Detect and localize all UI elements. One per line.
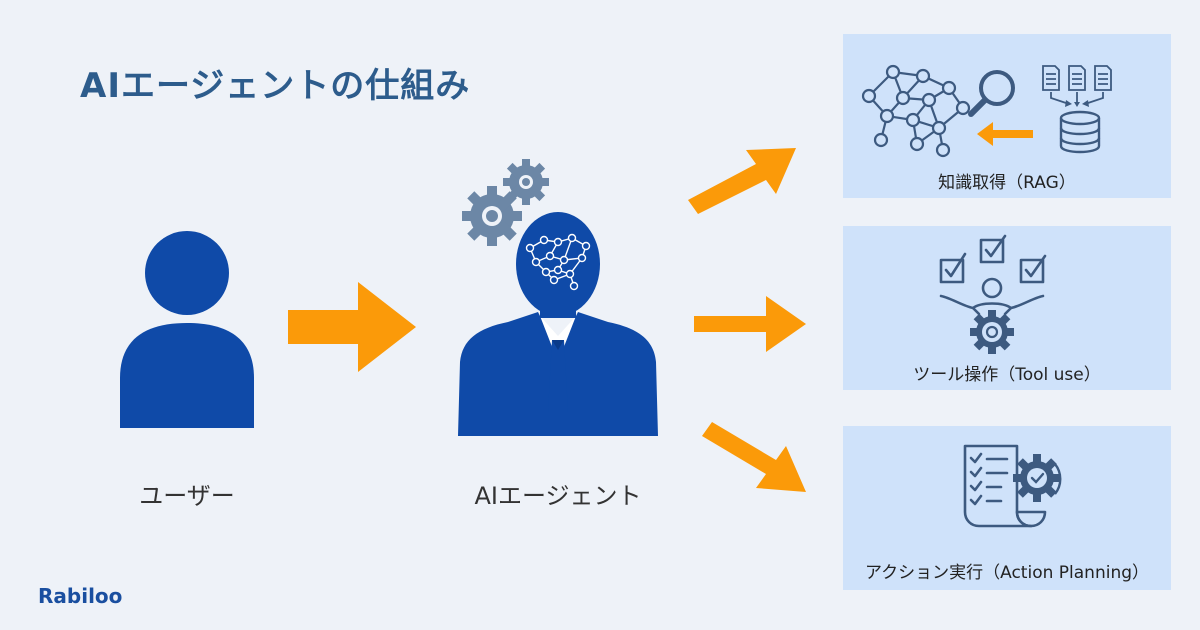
user-label: ユーザー bbox=[139, 482, 235, 510]
user-icon bbox=[120, 231, 254, 428]
panel-tool-use: ツール操作（Tool use） bbox=[843, 226, 1171, 390]
arrow-user-to-agent-icon bbox=[288, 282, 416, 372]
ai-agent-icon bbox=[458, 212, 658, 436]
arrow-to-action-icon bbox=[702, 422, 806, 492]
agent-label: AIエージェント bbox=[474, 482, 642, 510]
knowledge-graph-icon bbox=[861, 64, 971, 158]
arrow-to-rag-icon bbox=[688, 148, 796, 214]
panel-tool-use-label: ツール操作（Tool use） bbox=[913, 365, 1101, 385]
database-icon bbox=[1059, 110, 1101, 154]
action-plan-icon bbox=[963, 444, 1062, 528]
page-title: AIエージェントの仕組み bbox=[80, 66, 471, 106]
panel-action-planning-label: アクション実行（Action Planning） bbox=[864, 563, 1150, 583]
arrow-to-tool-icon bbox=[694, 296, 806, 352]
documents-icon bbox=[1042, 65, 1112, 107]
tool-use-icon bbox=[939, 234, 1047, 354]
panel-rag: 知識取得（RAG） bbox=[843, 34, 1171, 198]
panel-action-planning: アクション実行（Action Planning） bbox=[843, 426, 1171, 590]
rabiloo-logo: Rabiloo bbox=[38, 584, 123, 608]
arrow-left-icon bbox=[977, 122, 1033, 146]
panel-rag-label: 知識取得（RAG） bbox=[938, 173, 1076, 193]
search-icon bbox=[968, 70, 1015, 117]
gears-icon bbox=[462, 159, 549, 246]
